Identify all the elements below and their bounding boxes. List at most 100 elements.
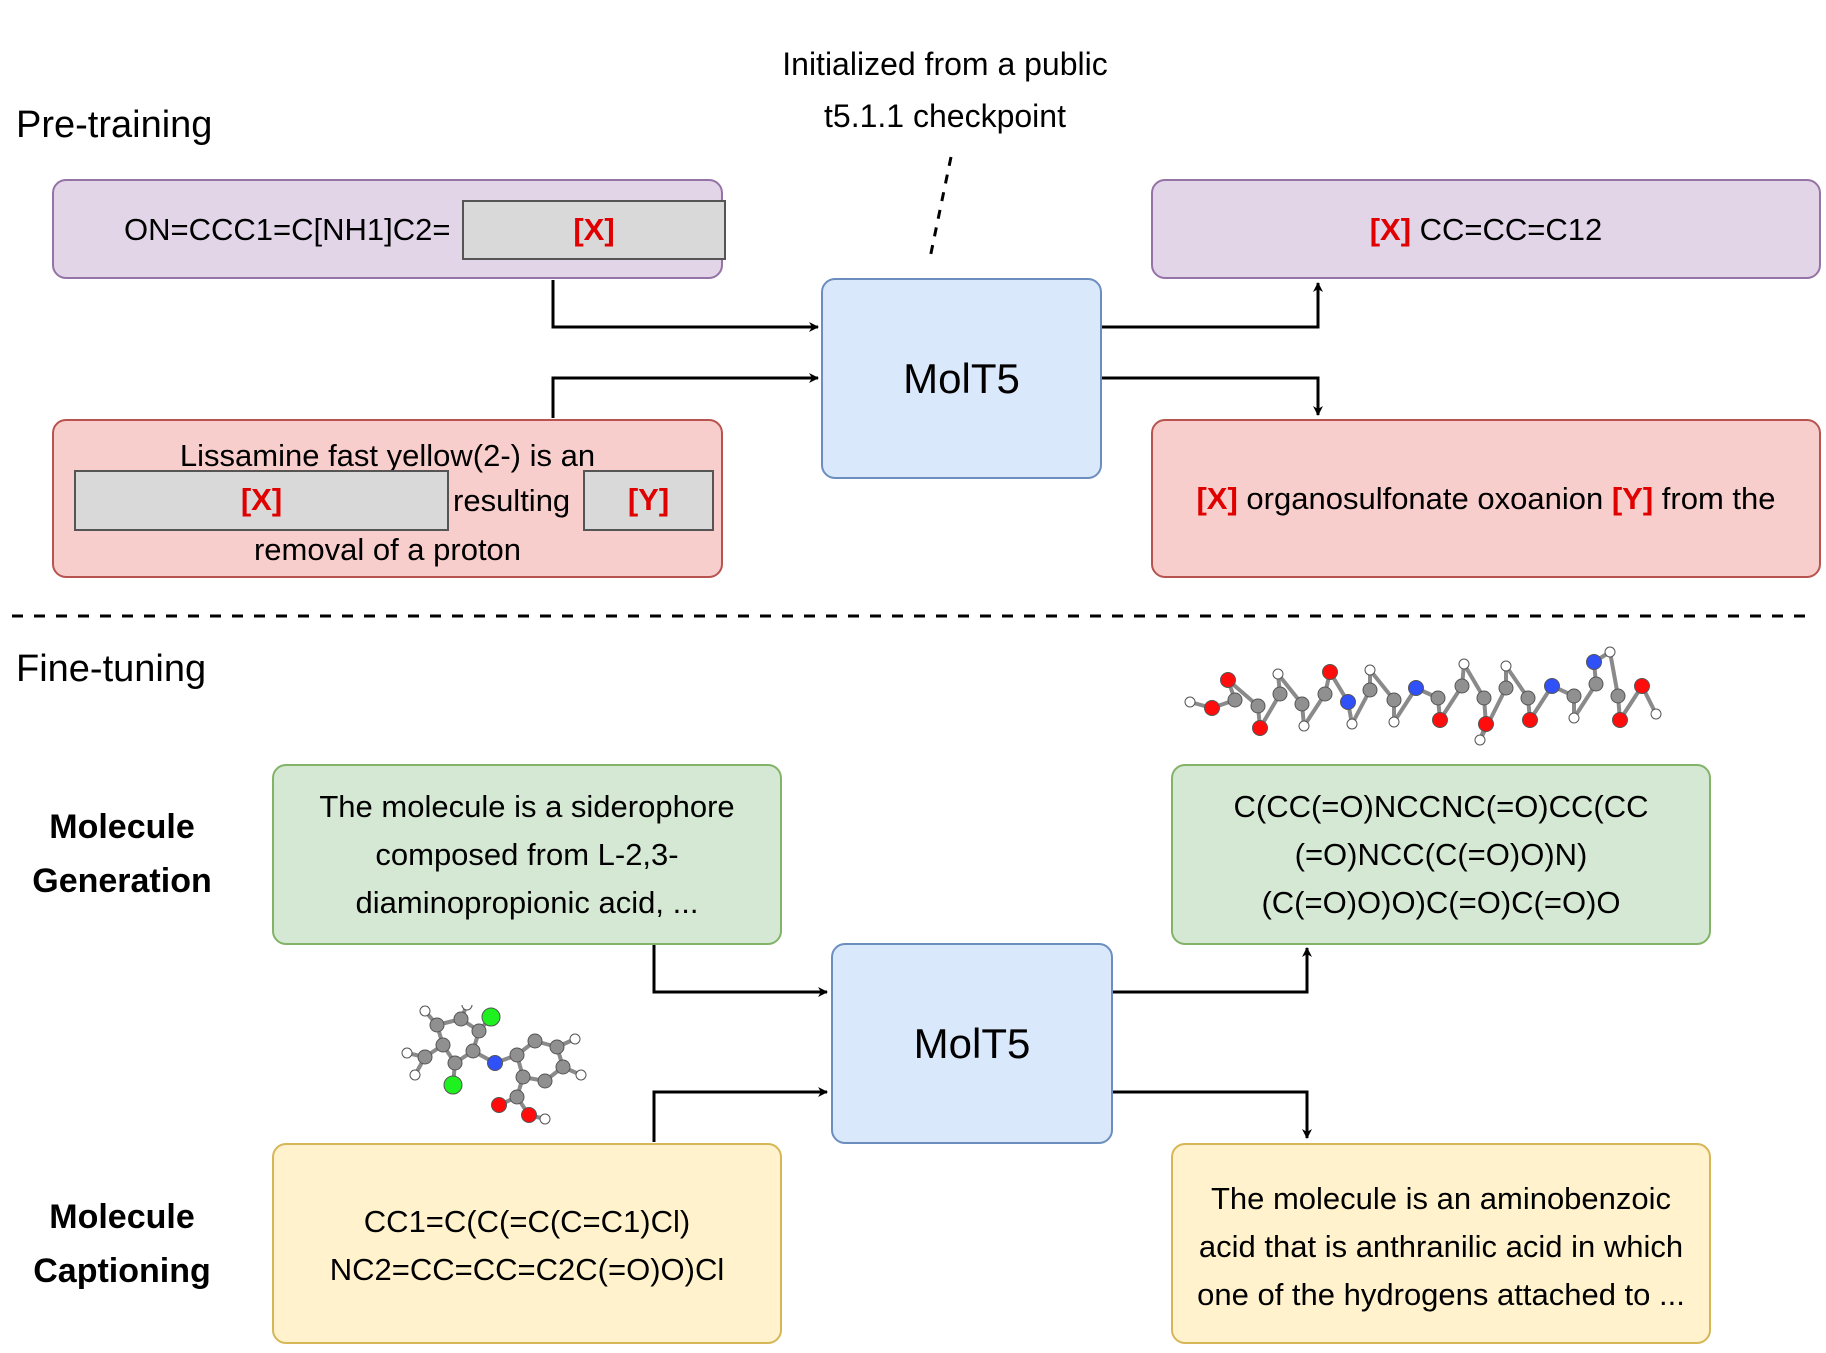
text-output-text: [X] organosulfonate oxoanion [Y] from th… (1153, 475, 1819, 523)
arrow-generation-input-to-model (652, 945, 828, 997)
pretraining-smiles-output-box: [X] CC=CC=C12 (1151, 179, 1821, 279)
mask-token-x: [X] (240, 482, 283, 517)
molecule-atom (1544, 678, 1560, 694)
text-input-line1: Lissamine fast yellow(2-) is an (179, 438, 596, 473)
molecule-atom (1388, 716, 1400, 728)
molecule-atom (1566, 688, 1582, 704)
molecule-atom (1362, 682, 1378, 698)
molecule-atom (409, 1069, 421, 1081)
molecule-atom (1650, 708, 1662, 720)
molecule-atom (1610, 688, 1626, 704)
arrow-captioning-input-to-model (652, 1087, 828, 1142)
molecule-atom (1604, 646, 1616, 658)
smiles-output-rest: CC=CC=C12 (1419, 212, 1603, 247)
generation-output-text: C(CC(=O)NCCNC(=O)CC(CC (=O)NCC(C(=O)O)N)… (1173, 783, 1709, 927)
molt5-model-pretraining: MolT5 (821, 278, 1102, 479)
finetuning-title: Fine-tuning (16, 648, 207, 690)
molecule-atom (1588, 676, 1604, 692)
text-input-mid: resulting (453, 483, 571, 518)
molecule-atom (453, 1011, 469, 1027)
arrow-model-to-smiles-output (1102, 282, 1323, 329)
molecule-atom (539, 1113, 551, 1125)
molecule-atom (1386, 692, 1402, 708)
molecule-generation-label: Molecule Generation (12, 800, 232, 908)
generation-label-line2: Generation (32, 862, 212, 900)
checkpoint-note: Initialized from a public t5.1.1 checkpo… (730, 38, 1160, 142)
captioning-output-line2: acid that is anthranilic acid in which (1198, 1229, 1684, 1264)
captioning-output-box: The molecule is an aminobenzoic acid tha… (1171, 1143, 1711, 1344)
molecule-atom (537, 1073, 553, 1089)
molecule-atom (1568, 712, 1580, 724)
molecule-atom (515, 1069, 531, 1085)
pretraining-text-input-box: Lissamine fast yellow(2-) is an [X] resu… (52, 419, 723, 578)
arrow-text-to-model (551, 373, 819, 418)
captioning-input-line1: CC1=C(C(=C(C=C1)Cl) (363, 1204, 691, 1239)
molecule-atom (1346, 718, 1358, 730)
molecule-atom (1478, 716, 1494, 732)
checkpoint-note-line2: t5.1.1 checkpoint (824, 98, 1066, 134)
captioning-output-text: The molecule is an aminobenzoic acid tha… (1173, 1175, 1709, 1319)
captioning-input-text: CC1=C(C(=C(C=C1)Cl) NC2=CC=CC=C2C(=O)O)C… (274, 1198, 780, 1294)
molecule-atom (1227, 692, 1243, 708)
molecule-atom (447, 1055, 463, 1071)
molecule-atom (1454, 678, 1470, 694)
molecule-atom (461, 1005, 473, 1011)
molecule-atom (429, 1017, 445, 1033)
pretraining-title: Pre-training (16, 104, 213, 146)
molecule-atom (569, 1033, 581, 1045)
molecule-atom (555, 1059, 571, 1075)
molecule-atom (1476, 690, 1492, 706)
molecule-atom (1408, 680, 1424, 696)
note-connector (928, 156, 953, 259)
molecule-atom (491, 1097, 507, 1113)
output-token-x: [X] (1369, 212, 1412, 247)
molt5-model-finetuning: MolT5 (831, 943, 1113, 1144)
generation-input-text: The molecule is a siderophore composed f… (274, 783, 780, 927)
captioning-label-line1: Molecule (49, 1198, 195, 1236)
output-token-y: [Y] (1611, 481, 1654, 516)
output-token-x: [X] (1196, 481, 1238, 516)
text-output-part2: from the (1661, 481, 1776, 516)
molecule-atom (1458, 658, 1470, 670)
molecule-atom (1220, 672, 1236, 688)
text-input-line3: removal of a proton (253, 532, 522, 567)
molecule-atom (1340, 694, 1356, 710)
molecule-atom (1317, 686, 1333, 702)
generation-input-line3: diaminopropionic acid, ... (355, 885, 699, 920)
molecule-atom (487, 1055, 503, 1071)
captioning-label-line2: Captioning (33, 1252, 211, 1290)
molecule-atom (417, 1049, 433, 1065)
molecule-atom (435, 1037, 451, 1053)
molecule-atom (1272, 668, 1284, 680)
molecule-atom (509, 1047, 525, 1063)
checkpoint-note-line1: Initialized from a public (782, 46, 1108, 82)
molecule-atom (1204, 700, 1220, 716)
arrow-smiles-to-model (551, 280, 819, 332)
molecule-atom (1298, 720, 1310, 732)
arrow-model-to-generation-output (1113, 947, 1312, 994)
molecule-atom (549, 1039, 565, 1055)
molecule-atom (401, 1047, 413, 1059)
text-output-part1: organosulfonate oxoanion (1246, 481, 1604, 516)
molecule-atom (1272, 686, 1288, 702)
molecule-atom (1294, 696, 1310, 712)
molecule-atom (1322, 664, 1338, 680)
mask-span-x: [X] (462, 200, 726, 260)
model-label: MolT5 (913, 1019, 1031, 1067)
captioning-output-line1: The molecule is an aminobenzoic (1210, 1181, 1672, 1216)
molecule-atom (481, 1007, 501, 1027)
generation-output-line1: C(CC(=O)NCCNC(=O)CC(CC (1233, 789, 1649, 824)
generation-output-box: C(CC(=O)NCCNC(=O)CC(CC (=O)NCC(C(=O)O)N)… (1171, 764, 1711, 945)
molecule-atom (527, 1033, 543, 1049)
molecule-atom (1474, 734, 1486, 746)
generation-label-line1: Molecule (49, 808, 195, 846)
generation-output-line3: (C(=O)O)O)C(=O)C(=O)O (1261, 885, 1621, 920)
molecule-atom (1586, 654, 1602, 670)
molecule-atom (1498, 680, 1514, 696)
mask-span-x: [X] (74, 470, 449, 531)
molecule-atom (465, 1043, 481, 1059)
molecule-atom (509, 1089, 525, 1105)
molecule-atom (1500, 660, 1512, 672)
